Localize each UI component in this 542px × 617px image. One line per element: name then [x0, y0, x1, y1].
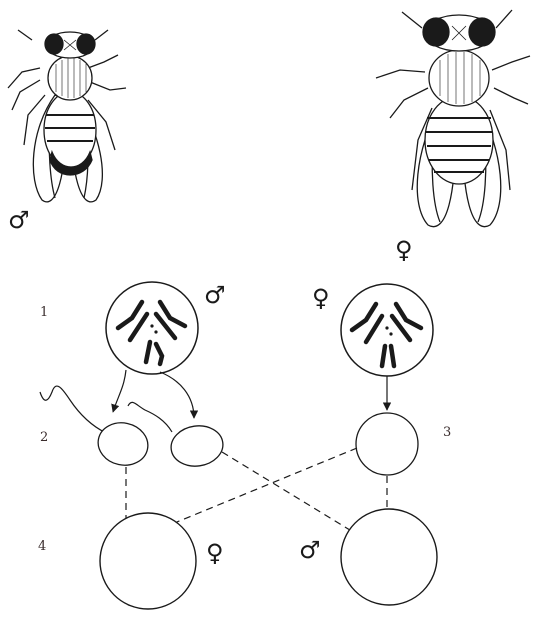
zygote-male — [341, 509, 437, 605]
male-germ-cell — [106, 282, 198, 374]
female-germ-cell — [341, 284, 433, 376]
step-label-3: 3 — [443, 425, 451, 440]
dashed-link-sperm2-to-zygote-male — [222, 452, 358, 535]
male-germ-cell-symbol: ♂ — [204, 281, 226, 309]
zygote-female — [100, 513, 196, 609]
sperm-cell-1 — [40, 386, 152, 470]
arrow-male-to-sperm-2 — [160, 372, 194, 418]
zygote-female-symbol: ♀ — [206, 539, 224, 567]
step-label-1: 1 — [40, 305, 48, 320]
male-fly-symbol: ♂ — [8, 206, 30, 234]
step-label-4: 4 — [38, 539, 46, 554]
sperm-1-tail — [40, 386, 106, 433]
female-germ-cell-symbol: ♀ — [312, 284, 330, 312]
female-fly-symbol: ♀ — [395, 236, 413, 264]
male-fly-illustration — [8, 30, 126, 202]
zygote-male-symbol: ♂ — [299, 536, 321, 564]
female-fly-illustration — [376, 10, 530, 227]
arrow-male-to-sperm-1 — [113, 370, 126, 412]
step-label-2: 2 — [40, 430, 48, 445]
egg-cell — [356, 413, 418, 475]
